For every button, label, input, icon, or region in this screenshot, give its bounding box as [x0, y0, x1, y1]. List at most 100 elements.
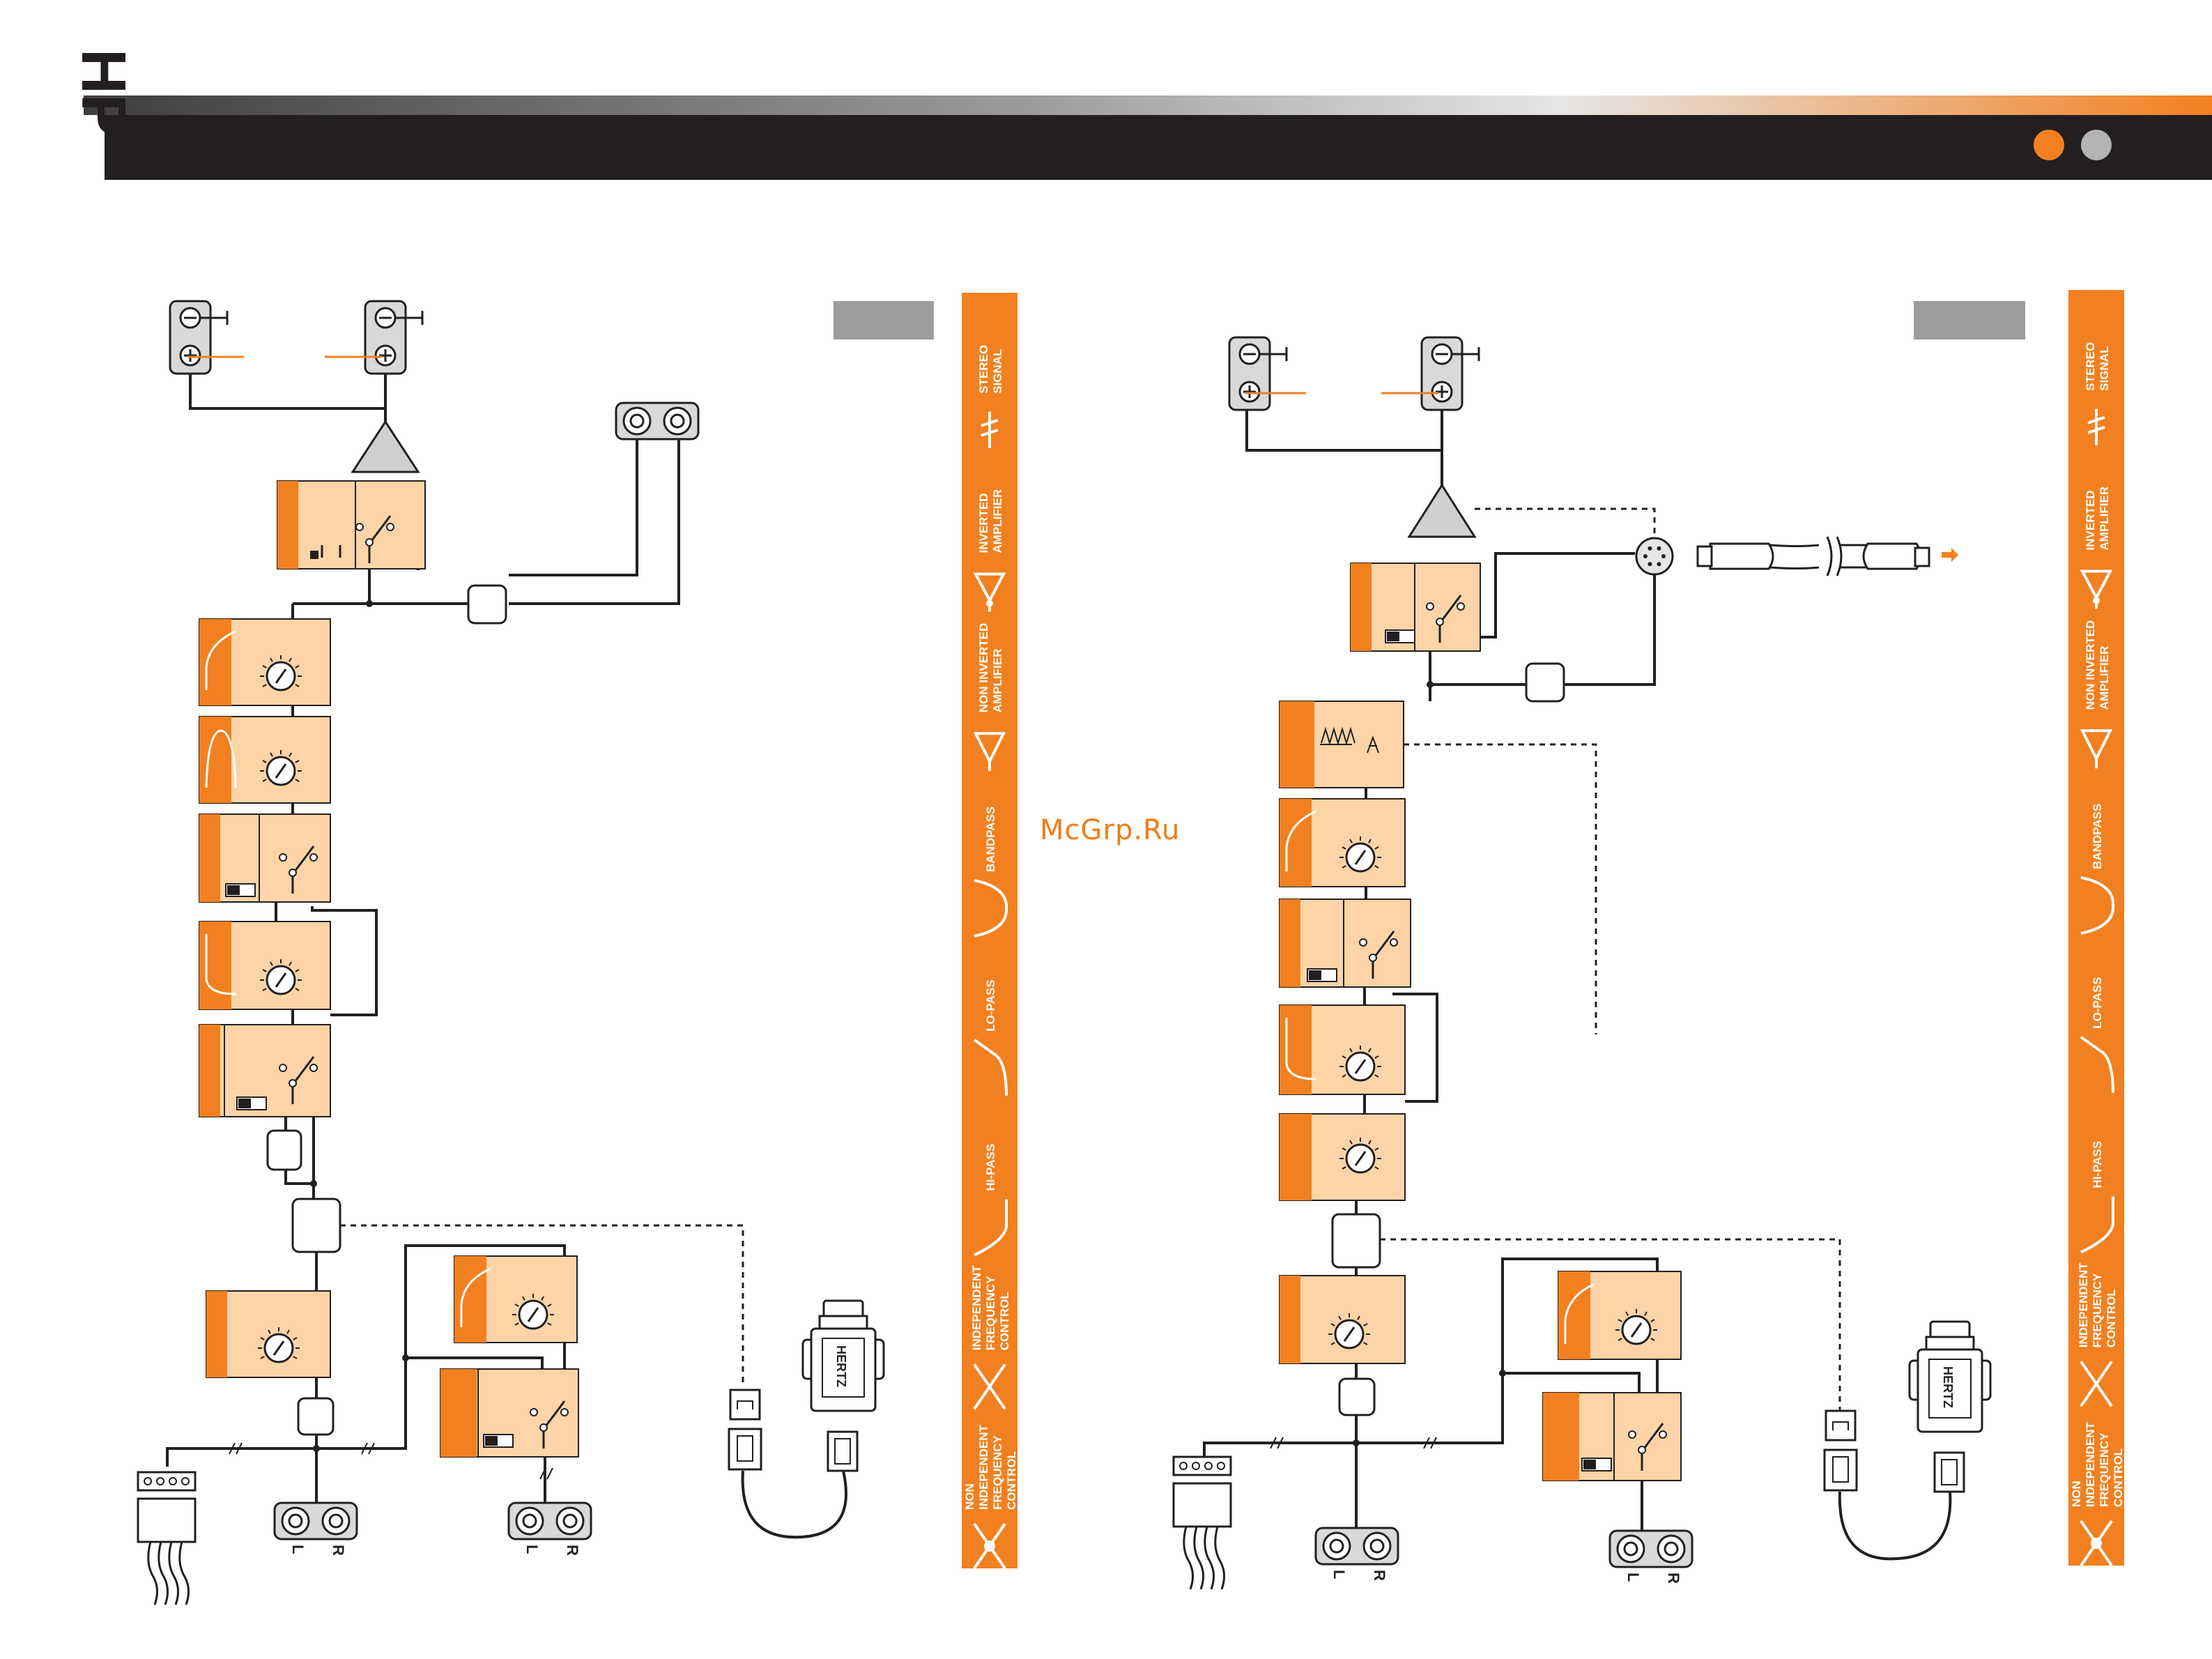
knob-tick	[270, 752, 273, 757]
connector-pin	[181, 1477, 190, 1485]
cable-break-mark	[1826, 536, 1843, 576]
knob-tick	[286, 1329, 290, 1334]
summing-node-box	[1525, 662, 1565, 703]
knob-tick	[1330, 1342, 1335, 1345]
knob-tick	[262, 779, 267, 782]
wire-junction	[310, 1180, 317, 1187]
remote-knob-cap	[1929, 1320, 1971, 1340]
rca-label-right: R	[564, 1545, 581, 1556]
remote-input-jack	[1825, 1409, 1857, 1442]
knob-tick	[295, 779, 300, 782]
rca-label-right: R	[1371, 1570, 1388, 1581]
rca-pin	[288, 1513, 303, 1529]
legend-label: AMPLIFIER	[2098, 487, 2111, 551]
knob-tick	[1374, 865, 1379, 869]
knob-pointer	[1354, 1151, 1367, 1166]
lo-pass-icon	[973, 1039, 1008, 1096]
eq-boost-icon	[1367, 735, 1379, 754]
knob-tick	[1349, 1048, 1353, 1053]
stereo-signal-mark	[361, 1442, 375, 1455]
module-orange-strip	[199, 814, 220, 902]
knob-tick	[1625, 1311, 1629, 1316]
rca-wire	[1355, 1443, 1643, 1531]
module-orange-strip	[1543, 1393, 1579, 1481]
summing-node-box	[467, 584, 507, 625]
knob-tick	[262, 760, 267, 763]
rca-label-right: R	[330, 1545, 347, 1556]
switch-blade	[1372, 931, 1395, 960]
summing-node-box	[266, 1129, 302, 1171]
legend-label: CONTROL	[2112, 1448, 2125, 1507]
knob-tick	[1374, 1055, 1379, 1059]
dip-mini	[310, 551, 318, 559]
knob-tick	[268, 1329, 271, 1334]
wire-junction	[366, 600, 373, 607]
lo-pass-icon	[2080, 1036, 2114, 1093]
module-orange-strip	[199, 619, 231, 705]
speaker-output-wire	[1245, 410, 1443, 452]
legend-label: FREQUENCY	[2098, 1432, 2111, 1507]
hi-pass-icon	[2080, 1196, 2114, 1254]
connector-pin	[144, 1477, 152, 1485]
module-orange-strip	[277, 481, 298, 569]
knob-tick	[293, 1356, 298, 1359]
port-pin	[1643, 554, 1648, 558]
rca-label-left: L	[1330, 1570, 1348, 1579]
switch-contact	[309, 853, 318, 862]
connector-pin	[1179, 1462, 1188, 1470]
bass-link-cable-plug	[1709, 542, 1774, 570]
module-orange-strip	[1280, 1005, 1312, 1094]
switch-blade	[1641, 1423, 1664, 1452]
inverting-dot	[986, 599, 993, 607]
input-bus-wire	[406, 1356, 544, 1370]
remote-knob-cap	[822, 1299, 864, 1319]
level-control-box	[1331, 1213, 1381, 1269]
knob-tick	[1349, 839, 1353, 843]
speaker-output-wire	[189, 374, 387, 410]
legend-label: FREQUENCY	[991, 1435, 1004, 1510]
bypass-wire	[311, 906, 378, 1016]
switch-blade	[542, 1400, 566, 1430]
switch-blade	[1438, 595, 1462, 624]
summing-node-box	[297, 1397, 335, 1436]
remote-link-dashed	[340, 1224, 744, 1387]
rca-label-right: R	[1665, 1573, 1682, 1584]
input-lead-wire	[1214, 1526, 1225, 1590]
switch-contact	[1457, 602, 1465, 611]
rca-input-wire	[509, 439, 638, 576]
legend-label: STEREO	[2084, 342, 2097, 391]
stereo-signal-mark	[1270, 1437, 1284, 1449]
legend-label: BANDPASS	[984, 806, 997, 872]
stereo-signal-icon	[2087, 408, 2105, 445]
knob-pointer	[272, 1340, 285, 1356]
input-lead-wire	[168, 1541, 179, 1605]
legend-label: INVERTED	[977, 494, 990, 553]
knob-tick	[1342, 1055, 1346, 1059]
ground-symbol	[1452, 347, 1480, 361]
link-arrow-icon	[1942, 548, 1958, 562]
rca-pin	[1369, 1538, 1385, 1554]
bypass-wire	[1363, 987, 1438, 1103]
rca-wire	[315, 1448, 546, 1503]
knob-tick	[1374, 846, 1379, 850]
input-select-module	[277, 480, 426, 569]
switch-blade	[368, 515, 392, 544]
knob-tick	[1349, 1140, 1353, 1145]
knob-tick	[1330, 1323, 1335, 1327]
switch-contact	[279, 853, 287, 862]
input-bus-wire	[1203, 1257, 1659, 1464]
knob-tick	[541, 1296, 544, 1301]
knob-tick	[270, 657, 273, 662]
module-orange-strip	[454, 1256, 486, 1343]
knob-tick	[1374, 1166, 1379, 1170]
module-orange-strip	[1351, 563, 1372, 651]
knob-tick	[295, 969, 300, 972]
module-orange-strip	[1280, 1276, 1300, 1363]
knob-tick	[1368, 1048, 1372, 1053]
legend-label: INDEPENDENT	[977, 1425, 990, 1510]
level-control-box	[291, 1198, 341, 1253]
bandpass-icon	[974, 879, 1008, 938]
remote-cable-plug-inner	[1941, 1459, 1958, 1485]
switch-contact	[539, 1423, 548, 1432]
